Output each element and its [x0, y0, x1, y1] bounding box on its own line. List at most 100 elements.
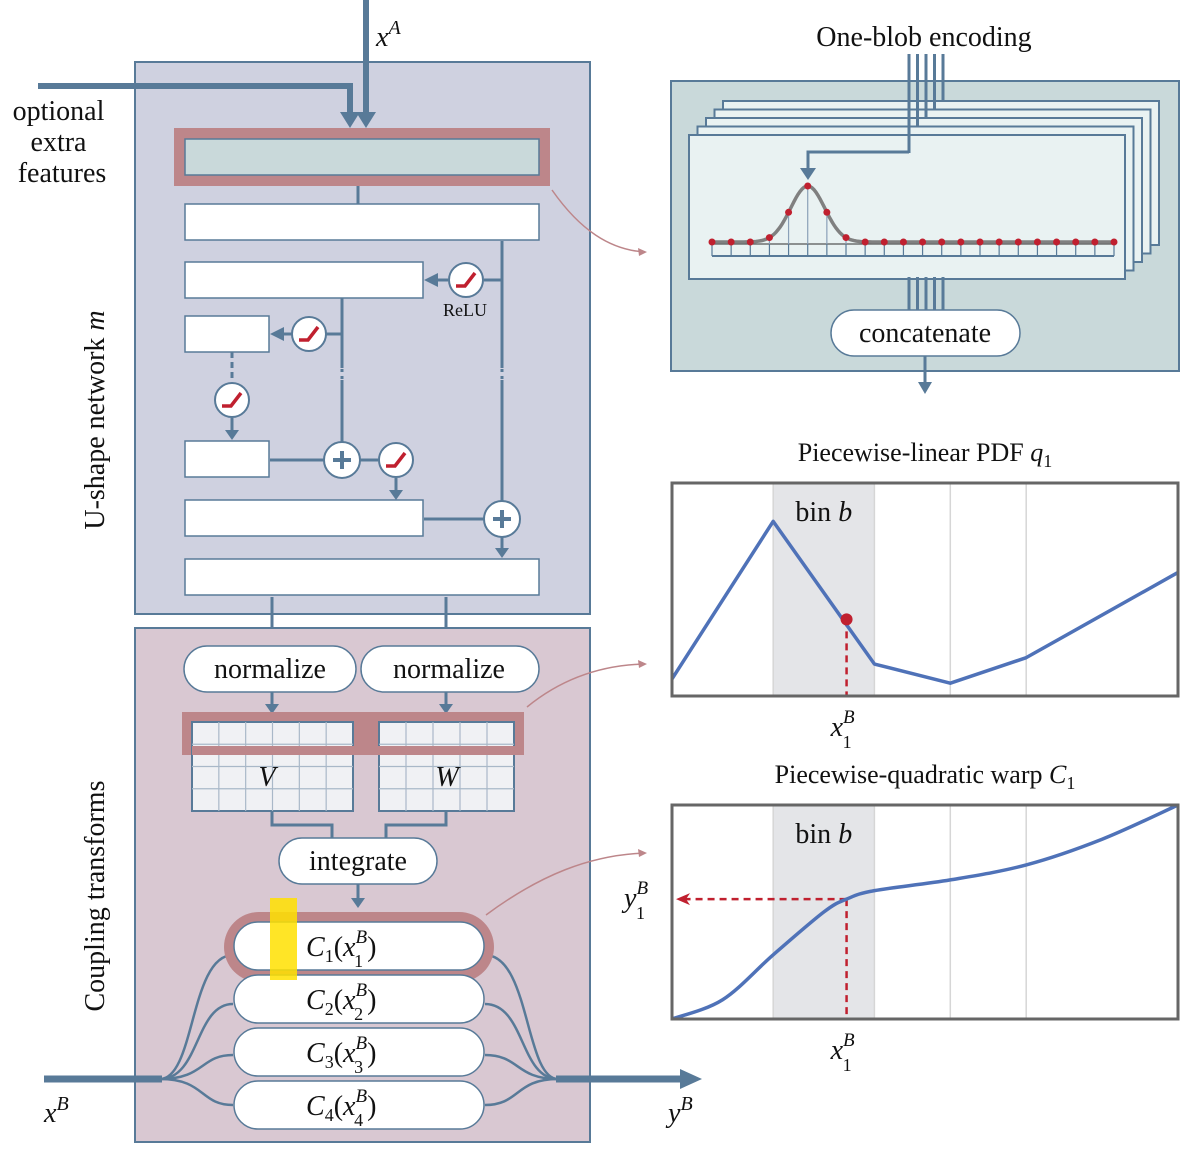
- layer-1: [184, 203, 540, 241]
- plus-nodes: [323, 441, 521, 538]
- oneblob-layer: [688, 134, 1126, 280]
- normalize-button-1: normalize: [183, 645, 357, 693]
- sample-point: [880, 238, 888, 246]
- highlighted-bin: [773, 483, 875, 696]
- svg-text:concatenate: concatenate: [859, 318, 991, 349]
- unet-connections: [230, 186, 504, 650]
- extra-features-arrow: [38, 83, 360, 128]
- matrix-to-integrate-lines: [270, 812, 448, 840]
- sample-point: [1091, 238, 1099, 246]
- chart-title: Piecewise-linear PDF q1: [798, 438, 1053, 471]
- integrate-arrowhead: [351, 898, 365, 908]
- sample-point: [842, 234, 850, 242]
- sample-point: [1072, 238, 1080, 246]
- relu-label: ReLU: [443, 300, 487, 320]
- layer-4: [184, 440, 270, 478]
- unet-arrowheads: [225, 273, 509, 558]
- plus-icon: [323, 441, 361, 479]
- sample-point: [785, 208, 793, 216]
- data-line: [671, 803, 1179, 1021]
- sample-point: [727, 238, 735, 246]
- bin-label: bin b: [795, 819, 852, 850]
- relu-icon: [448, 262, 484, 298]
- sample-point: [765, 234, 773, 242]
- sample-point: [919, 238, 927, 246]
- output-arrowhead: [680, 1069, 702, 1089]
- sample-point: [861, 238, 869, 246]
- sample-point: [746, 238, 754, 246]
- blob-arrowhead: [800, 168, 816, 180]
- sample-point: [976, 238, 984, 246]
- sample-point: [1053, 238, 1061, 246]
- matrix-w-label: W: [435, 762, 461, 793]
- sample-point: [938, 238, 946, 246]
- connector-to-warp: [485, 852, 646, 916]
- integrate-button: integrate: [278, 837, 438, 885]
- plus-icon: [483, 500, 521, 538]
- y-marker-arrowhead: [676, 893, 690, 906]
- layer-6: [184, 558, 540, 596]
- sample-point: [708, 238, 716, 246]
- unet-layers: [184, 203, 540, 596]
- blob-arrow: [806, 150, 909, 170]
- coupling-title: Coupling transforms: [80, 781, 111, 1012]
- extra-features-label: optional extra features: [13, 96, 112, 189]
- connector-warp-arrowhead: [638, 849, 647, 857]
- chart-title: Piecewise-quadratic warp C1: [775, 760, 1076, 793]
- relu-icon: [214, 382, 250, 418]
- layer-3: [184, 315, 270, 353]
- sample-point: [957, 238, 965, 246]
- sample-marker: [840, 613, 853, 626]
- sample-point: [1033, 238, 1041, 246]
- bin-highlight-marker: [270, 898, 297, 980]
- connector-to-pdf: [526, 663, 646, 708]
- input-xa-arrow: [356, 0, 376, 128]
- plot-frame: [670, 803, 1180, 1021]
- connector-pdf-arrowhead: [638, 660, 647, 668]
- relu-icon: [378, 442, 414, 478]
- plot-area: [672, 805, 1178, 1019]
- connector-to-oneblob: [551, 189, 646, 253]
- unet-title: U-shape network m: [80, 310, 111, 529]
- sample-point: [1110, 238, 1118, 246]
- matrix-w: [378, 721, 515, 812]
- data-line: [670, 519, 1179, 685]
- oneblob-title: One-blob encoding: [816, 22, 1031, 53]
- connector-arrowhead: [638, 248, 647, 256]
- input-xa-label: xA: [375, 17, 401, 53]
- relu-nodes: [214, 262, 484, 478]
- layer-5: [184, 499, 424, 537]
- svg-text:normalize: normalize: [214, 654, 326, 685]
- sample-point: [823, 208, 831, 216]
- output-yb-label: yB: [665, 1093, 693, 1129]
- input-layer: [184, 138, 540, 176]
- normalize-arrows: [270, 692, 448, 706]
- input-xb-label: xB: [43, 1093, 69, 1129]
- normalize-arrowheads: [265, 704, 453, 714]
- concat-output-arrowhead: [918, 382, 932, 394]
- matrix-highlight-row: [192, 746, 516, 755]
- blob-curve: [712, 184, 1114, 244]
- oneblob-encoding-plot: [708, 54, 1118, 310]
- concatenate-button: concatenate: [830, 309, 1021, 357]
- bin-label: bin b: [795, 497, 852, 528]
- relu-icon: [291, 316, 327, 352]
- sample-point: [995, 238, 1003, 246]
- sample-point: [804, 182, 812, 190]
- sample-point: [1014, 238, 1022, 246]
- layer-2: [184, 261, 424, 299]
- sample-point: [899, 238, 907, 246]
- svg-text:normalize: normalize: [393, 654, 505, 685]
